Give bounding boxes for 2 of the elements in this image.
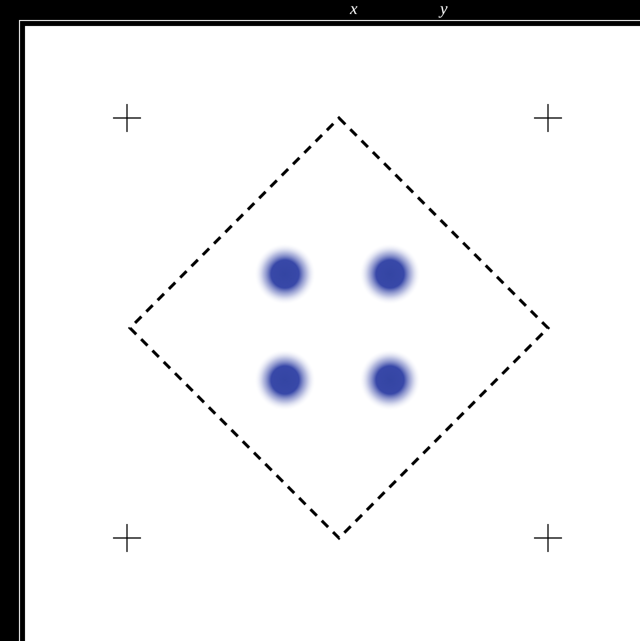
axis-label: x — [350, 0, 358, 18]
axis-label: y — [440, 0, 448, 18]
